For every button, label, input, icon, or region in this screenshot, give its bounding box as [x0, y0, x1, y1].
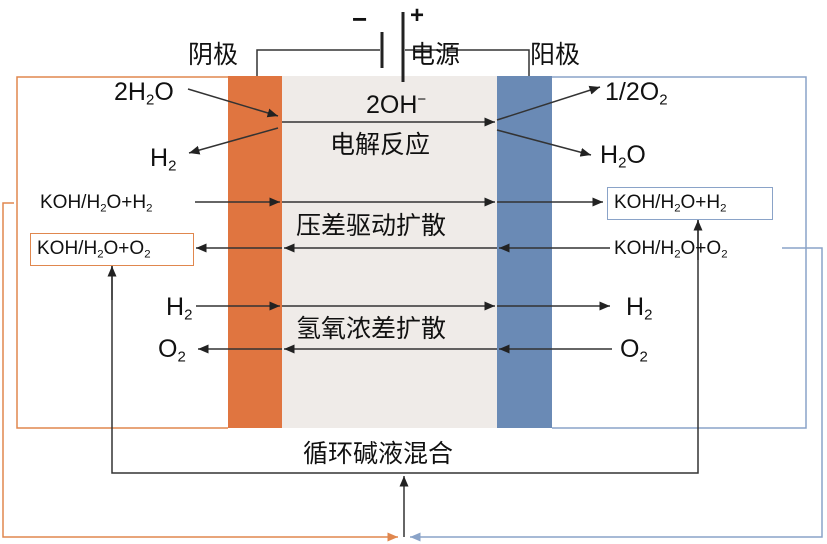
plus-sign: + — [410, 2, 425, 29]
blue-return-line — [410, 247, 823, 542]
anode-label: 阳极 — [530, 40, 581, 69]
o2-left: O2 — [158, 335, 186, 366]
koh-h2-left: KOH/H2O+H2 — [40, 192, 153, 215]
pressure-diffusion-label: 压差驱动扩散 — [296, 211, 447, 240]
anode-electrode — [497, 76, 552, 428]
circulation-loop — [111, 220, 699, 474]
water-product-anode: H2O — [600, 141, 646, 172]
orange-return-line — [2, 202, 398, 542]
concentration-diffusion-label: 氢氧浓差扩散 — [296, 314, 447, 343]
arrow-water-out — [496, 129, 592, 157]
minus-sign: − — [352, 4, 368, 34]
h2-right: H2 — [626, 293, 653, 324]
koh-o2-left-box — [30, 233, 194, 266]
power-wire-left — [256, 49, 380, 76]
cathode-label: 阴极 — [188, 40, 239, 69]
koh-o2-right: KOH/H2O+O2 — [614, 238, 728, 261]
h2-left: H2 — [166, 293, 193, 324]
koh-h2-right: KOH/H2O+H2 — [614, 192, 727, 215]
electrolysis-label: 电解反应 — [330, 130, 431, 159]
h2-product-cathode: H2 — [150, 144, 177, 175]
arrow-h2-out — [188, 127, 279, 155]
membrane — [282, 76, 497, 428]
anode-chamber-outline — [552, 76, 807, 429]
koh-h2-right-box — [607, 187, 773, 220]
power-label: 电源 — [410, 40, 461, 69]
o2-product-anode: 1/2O2 — [605, 78, 668, 109]
power-wire-right — [405, 49, 530, 76]
o2-right: O2 — [620, 335, 648, 366]
water-reactant: 2H2O — [114, 78, 174, 109]
circulation-mixing-label: 循环碱液混合 — [303, 439, 454, 468]
koh-o2-left: KOH/H2O+O2 — [37, 238, 151, 261]
hydroxide-ion: 2OH− — [366, 91, 427, 119]
cathode-chamber-outline — [16, 76, 228, 429]
arrow-o2-out — [496, 85, 601, 121]
arrow-water-in — [187, 88, 279, 118]
